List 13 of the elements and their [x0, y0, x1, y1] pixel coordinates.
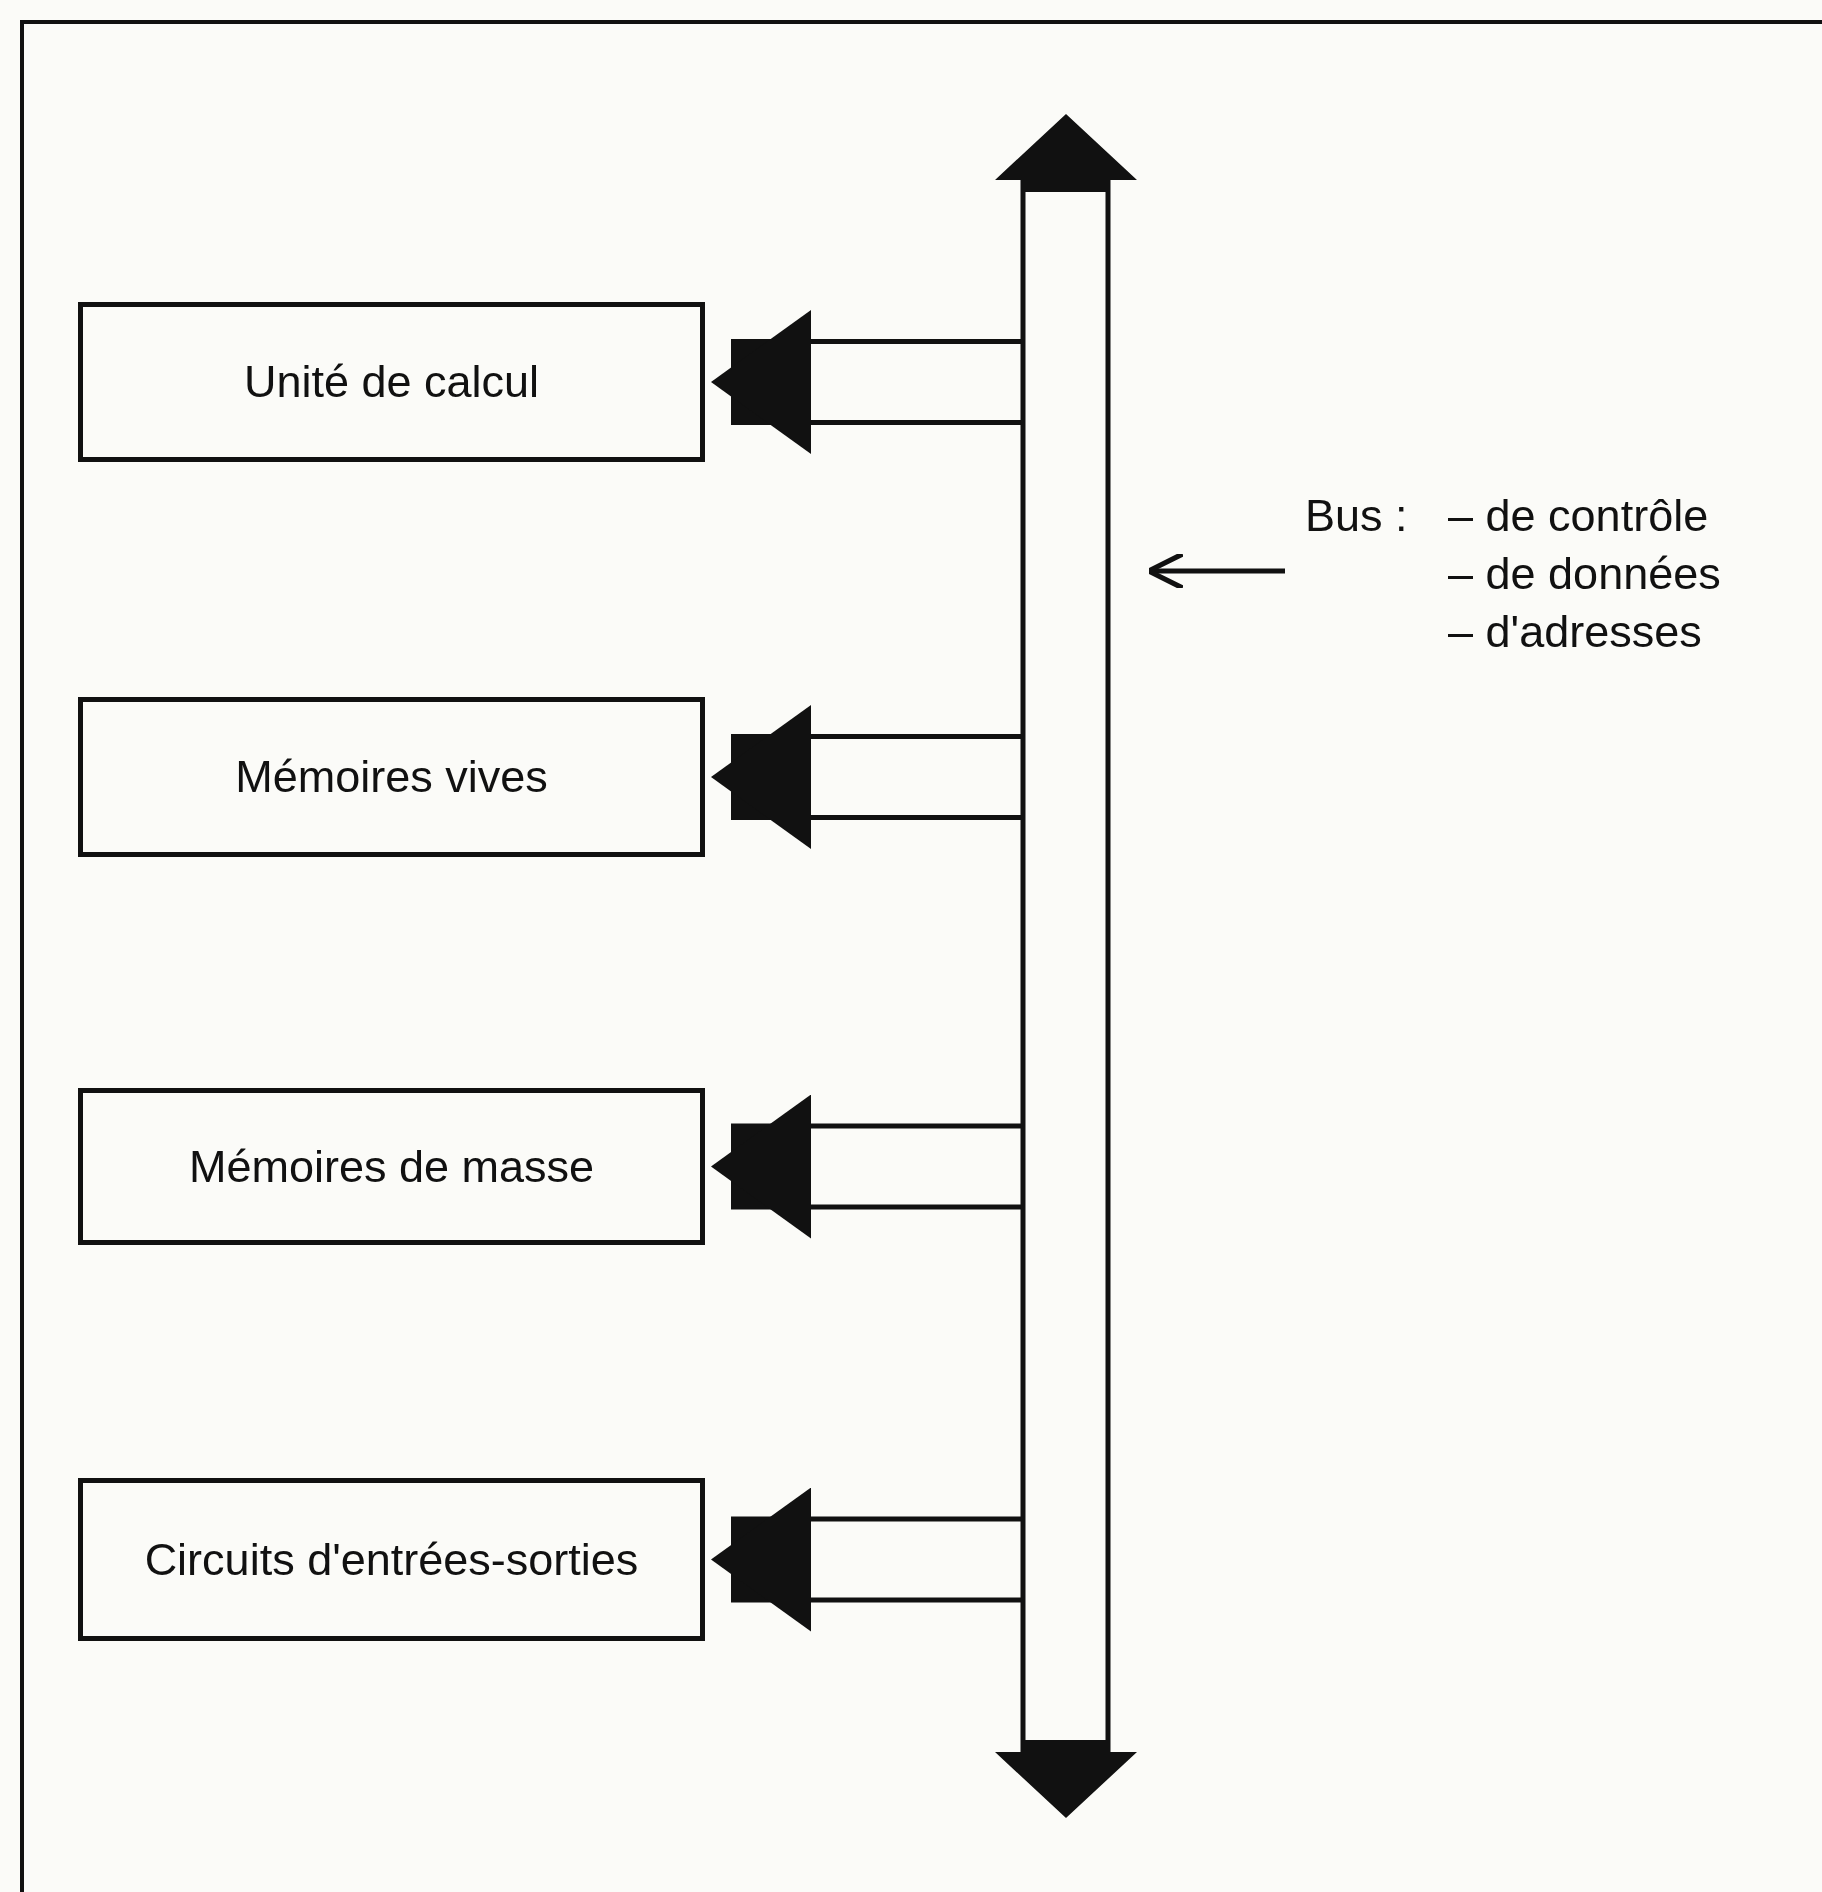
bus-type-label: – d'adresses	[1448, 606, 1702, 658]
bus-type-label: – de données	[1448, 548, 1721, 600]
pointer-arrow	[1146, 551, 1285, 591]
component-box	[78, 302, 705, 462]
bus-type-label: – de contrôle	[1448, 490, 1709, 542]
component-label: Circuits d'entrées-sorties	[144, 1532, 639, 1587]
bus-label: Bus :	[1305, 490, 1408, 542]
component-box	[78, 697, 705, 857]
component-label: Mémoires vives	[235, 750, 548, 804]
component-label: Mémoires de masse	[188, 1139, 595, 1194]
component-box	[78, 1088, 705, 1245]
component-box	[78, 1478, 705, 1641]
component-label: Unité de calcul	[243, 355, 540, 409]
